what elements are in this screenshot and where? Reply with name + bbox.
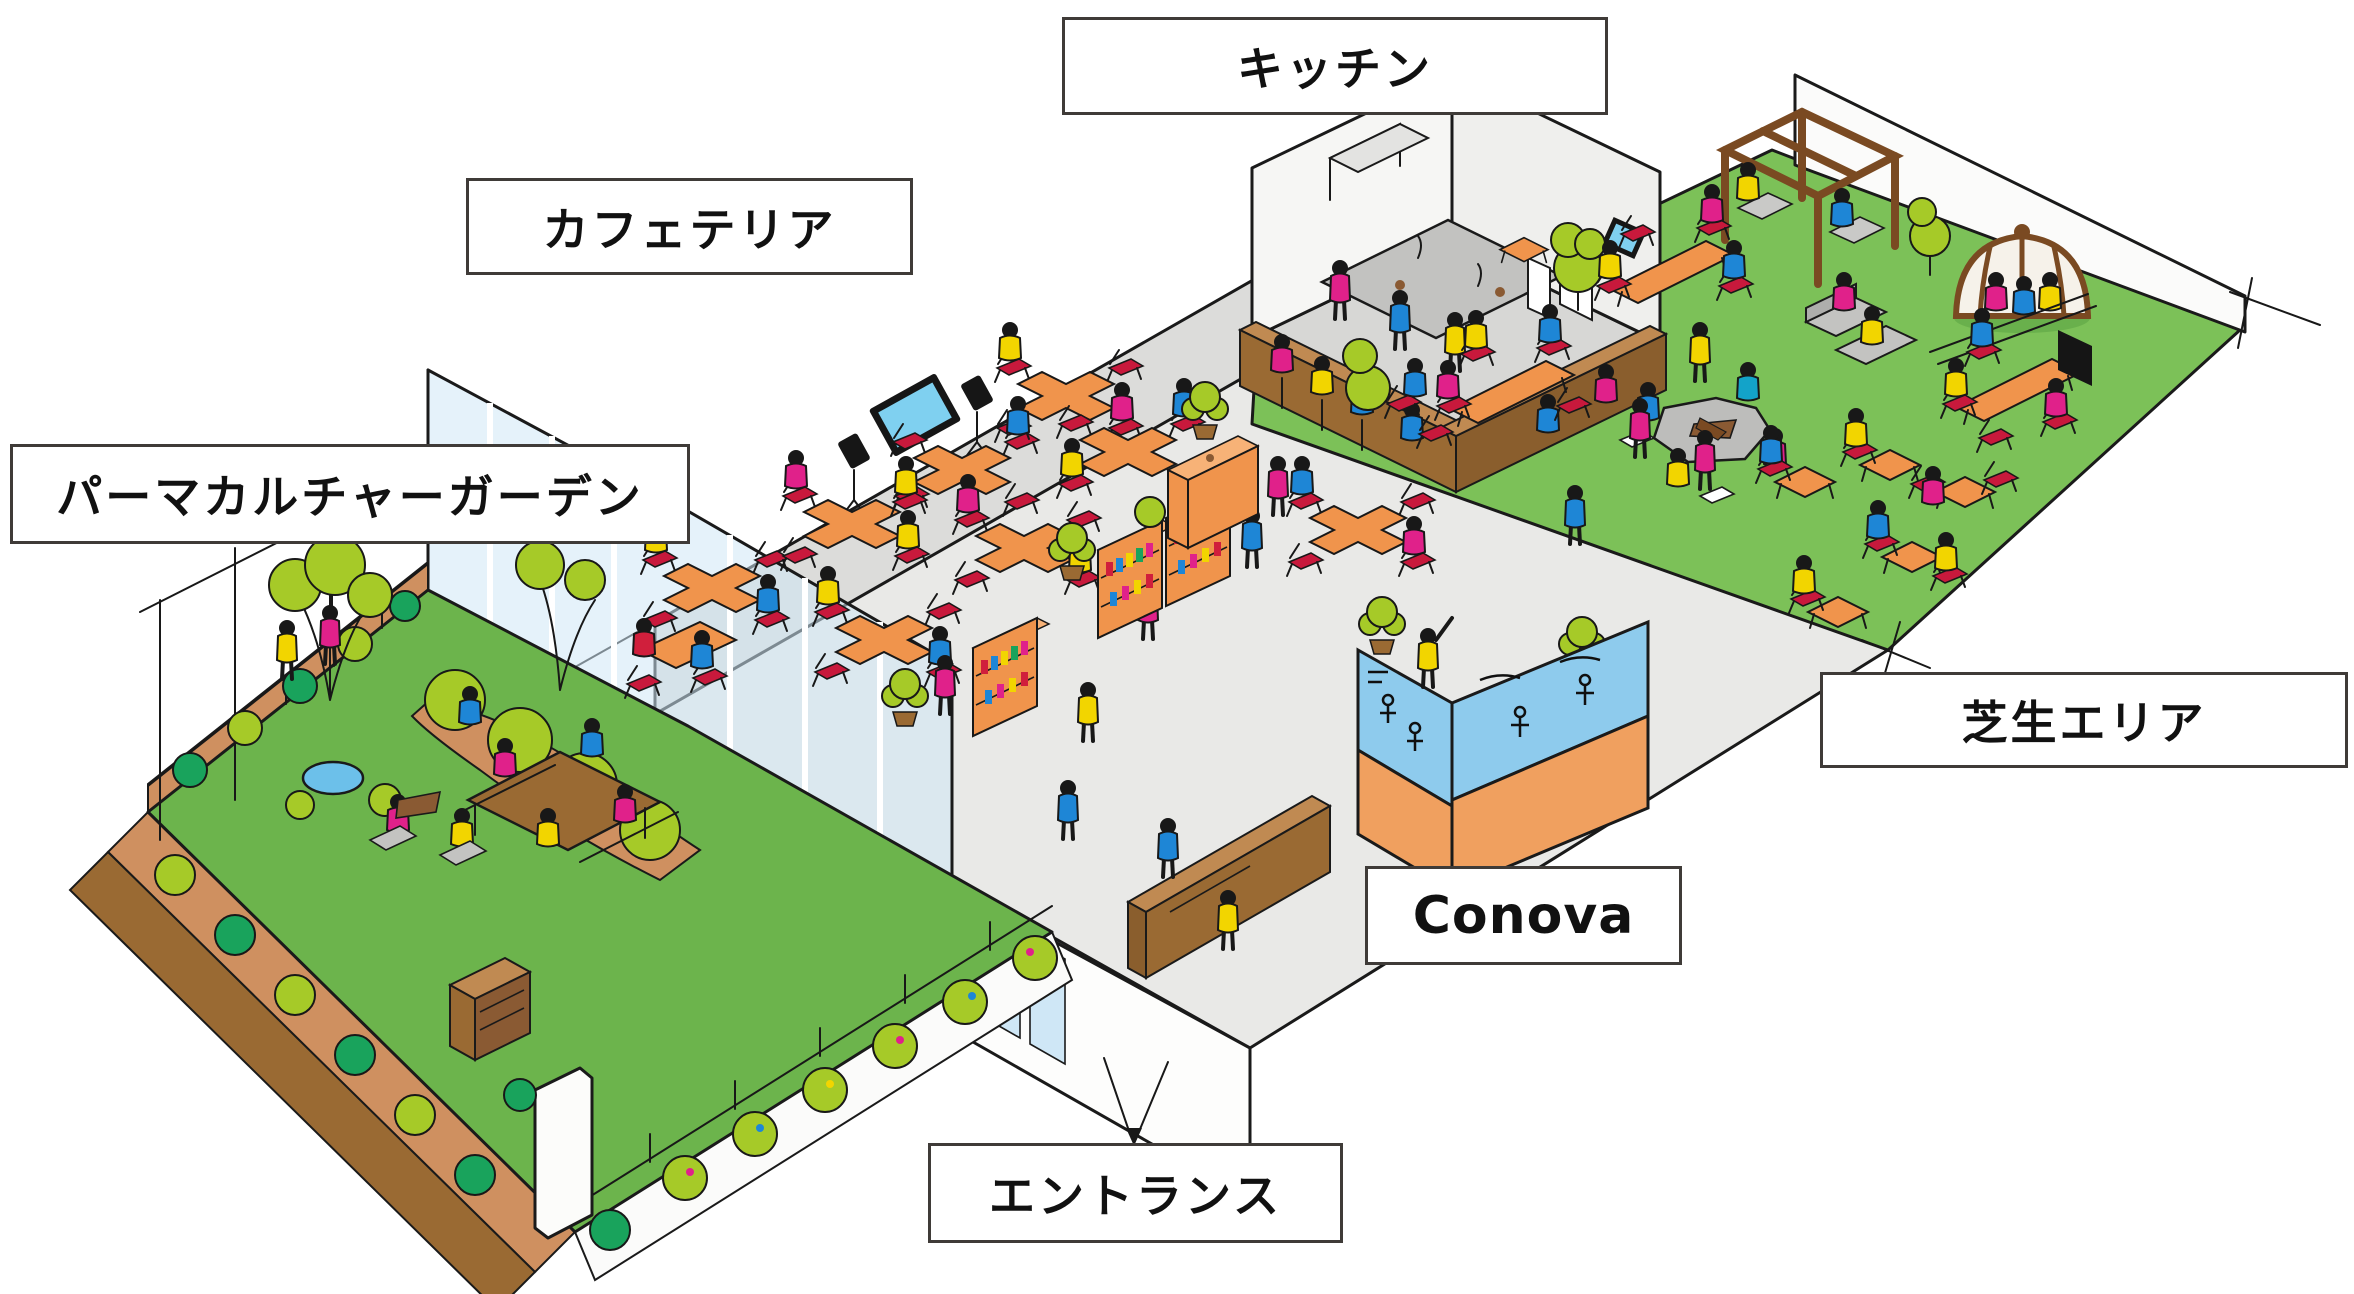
lawn-zone bbox=[1342, 107, 2097, 691]
wall-tv-screen bbox=[869, 374, 961, 456]
window-desk bbox=[624, 617, 739, 699]
whiteboard-sketches bbox=[1368, 656, 1601, 751]
area-label-entrance: エントランス bbox=[928, 1143, 1343, 1243]
garden-picnic-table bbox=[454, 750, 679, 863]
garden-flower-bed bbox=[662, 935, 1058, 1201]
area-label-cafeteria: カフェテリア bbox=[466, 178, 913, 275]
people-conova bbox=[1416, 616, 1454, 689]
entrance-zone bbox=[1103, 794, 1333, 1146]
lawn-sofas bbox=[1499, 236, 1919, 366]
pergola-desks bbox=[1736, 161, 1886, 244]
lawn-long-table-3 bbox=[1940, 307, 2092, 453]
reception-desk bbox=[1125, 794, 1333, 980]
garden-terrace bbox=[68, 515, 1074, 1294]
garden-tree-1 bbox=[268, 534, 393, 701]
lawn-tree-1 bbox=[1550, 222, 1606, 311]
garden-compost-box bbox=[447, 956, 533, 1062]
area-label-permaculture-garden: パーマカルチャーガーデン bbox=[10, 444, 690, 544]
conova-partitions bbox=[1356, 596, 1650, 893]
area-label-lawn-area: 芝生エリア bbox=[1820, 672, 2348, 768]
cafeteria-zone bbox=[624, 321, 1435, 841]
garden-pond bbox=[301, 760, 365, 796]
garden-sign-monolith bbox=[533, 1066, 594, 1240]
bookshelves bbox=[972, 487, 1243, 737]
area-label-conova: Conova bbox=[1365, 866, 1682, 965]
pergola bbox=[1715, 107, 1904, 288]
people-kitchen bbox=[1270, 258, 1618, 451]
lawn-back-wall bbox=[1793, 73, 2247, 334]
area-label-kitchen: キッチン bbox=[1062, 17, 1608, 115]
entrance-pointer bbox=[1103, 1057, 1169, 1146]
range-hood bbox=[1327, 122, 1431, 201]
lawn-tree-2 bbox=[1907, 197, 1951, 276]
garden-planter-bushes bbox=[154, 590, 496, 1196]
sideboard-counter bbox=[1166, 435, 1290, 550]
